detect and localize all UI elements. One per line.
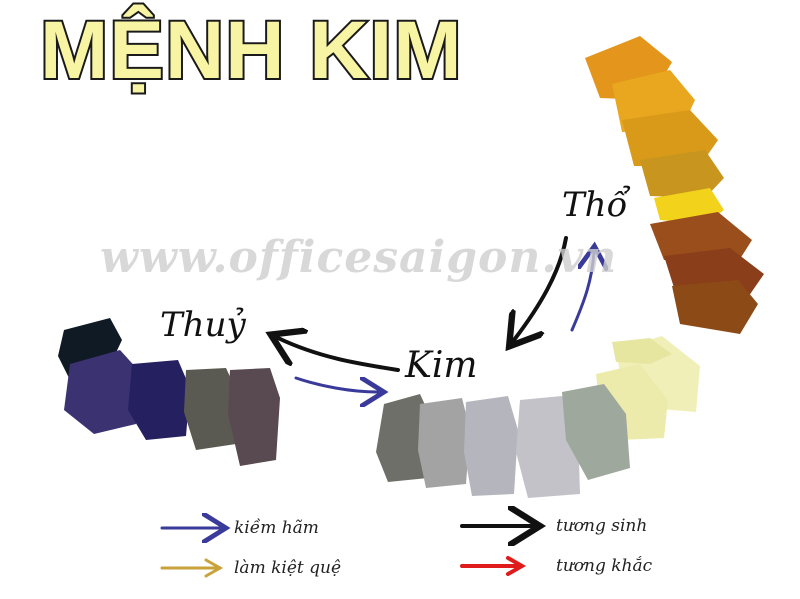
legend-label-lam-kiet-que: làm kiệt quệ [234,558,342,578]
watermark: www.officesaigon.vn [100,232,618,283]
swatch-water-5 [228,368,280,466]
legend-label-kiem-ham: kiềm hãm [234,518,319,538]
swatch-earth-4 [640,150,724,198]
arrow-tho-to-kim [514,236,568,340]
legend-label-tuong-khac: tương khắc [556,556,653,576]
earth-swatches [585,36,764,334]
legend-label-tuong-sinh: tương sinh [556,516,648,536]
page-title: MỆNH KIM [38,5,464,96]
swatch-pale-3 [612,338,672,364]
arrow-kim-to-tho [570,252,594,332]
swatch-metal-2 [418,398,470,488]
swatch-water-2 [64,350,140,434]
element-label-thuy: Thuỷ [160,305,246,345]
legend-arrow-tuong-khac-head [506,556,527,576]
swatch-metal-4 [516,396,580,498]
pale-swatches [596,336,700,440]
swatch-metal-1 [376,394,432,482]
swatch-metal-5 [562,384,630,480]
water-swatches [58,318,280,466]
metal-swatches [376,384,630,498]
swatch-water-4 [184,368,238,450]
arrow-thuy-to-kim [294,376,378,392]
swatch-earth-8 [672,280,758,334]
arrow-kim-to-thuy [278,338,400,372]
legend-arrow-lam-kiet-que-head [204,558,224,578]
element-label-tho: Thổ [562,185,628,225]
swatch-metal-3 [464,396,518,496]
swatch-water-3 [128,360,190,440]
element-label-kim: Kim [405,345,478,386]
